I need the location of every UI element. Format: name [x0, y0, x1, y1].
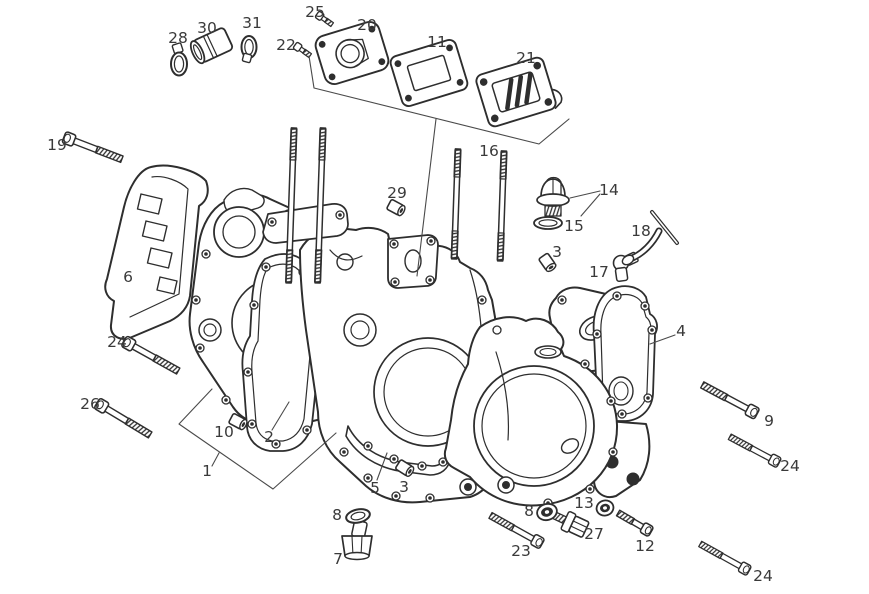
callout-label-17-14: 17	[589, 263, 609, 281]
leader-lines	[178, 55, 676, 490]
part-24-bolt-right-bottom	[696, 538, 753, 577]
part-8-washer-left	[345, 508, 371, 524]
part-15-seal-ring	[533, 216, 563, 230]
callout-label-26-19: 26	[80, 395, 100, 413]
clutch-cover	[443, 316, 619, 508]
callout-label-23-32: 23	[511, 542, 531, 560]
callout-label-8-28: 8	[524, 502, 534, 520]
part-13-seal	[595, 499, 615, 517]
part-24-bolt-left	[120, 334, 183, 378]
callout-label-10-21: 10	[214, 423, 234, 441]
part-21-reed-valve	[475, 56, 563, 128]
callout-label-11-6: 11	[427, 33, 447, 51]
callout-label-25-0: 25	[305, 3, 325, 21]
part-30-sleeve	[189, 27, 234, 65]
part-14-oil-filler-cap	[536, 176, 570, 217]
part-26-bolt	[92, 396, 155, 442]
callout-label-16-9: 16	[479, 142, 499, 160]
callout-label-8-29: 8	[332, 506, 342, 524]
part-4-side-gasket	[592, 285, 658, 422]
part-20-intake-manifold	[314, 20, 390, 86]
callout-label-4-18: 4	[676, 322, 686, 340]
callout-label-20-5: 20	[357, 16, 377, 34]
callout-label-15-12: 15	[564, 217, 584, 235]
part-7-drain-plug	[341, 519, 373, 561]
part-9-bolt	[698, 378, 761, 421]
part-8-washer-right	[536, 502, 558, 522]
callout-label-24-23: 24	[780, 457, 800, 475]
part-24-bolt-right-top	[726, 431, 783, 469]
callout-label-5-26: 5	[370, 479, 380, 497]
callout-label-24-34: 24	[753, 567, 773, 585]
callout-label-24-17: 24	[107, 333, 127, 351]
callout-label-9-20: 9	[764, 412, 774, 430]
callout-label-12-31: 12	[635, 537, 655, 555]
callout-label-19-8: 19	[47, 136, 67, 154]
callout-label-30-1: 30	[197, 19, 217, 37]
callout-label-27-30: 27	[584, 525, 604, 543]
part-12-bolt	[614, 507, 655, 538]
callout-label-13-27: 13	[574, 494, 594, 512]
part-28-clamp	[170, 42, 188, 77]
callout-label-29-10: 29	[387, 184, 407, 202]
callout-label-18-13: 18	[631, 222, 651, 240]
callout-label-1-24: 1	[202, 462, 212, 480]
callout-label-7-33: 7	[333, 550, 343, 568]
part-19-bolt	[60, 130, 126, 166]
callout-label-28-3: 28	[168, 29, 188, 47]
part-6-shield	[104, 164, 209, 340]
callout-label-3-25: 3	[399, 478, 409, 496]
callout-label-6-16: 6	[123, 268, 133, 286]
part-27-hex-bolt	[550, 510, 590, 538]
callout-label-3-15: 3	[552, 243, 562, 261]
part-11-reed-gasket	[389, 38, 469, 108]
callout-label-31-2: 31	[242, 14, 262, 32]
callout-label-22-4: 22	[276, 36, 296, 54]
part-18-hose	[621, 210, 679, 266]
callout-label-2-22: 2	[264, 428, 274, 446]
callout-label-21-7: 21	[516, 49, 536, 67]
callout-label-14-11: 14	[599, 181, 619, 199]
part-31-clamp	[240, 35, 258, 64]
